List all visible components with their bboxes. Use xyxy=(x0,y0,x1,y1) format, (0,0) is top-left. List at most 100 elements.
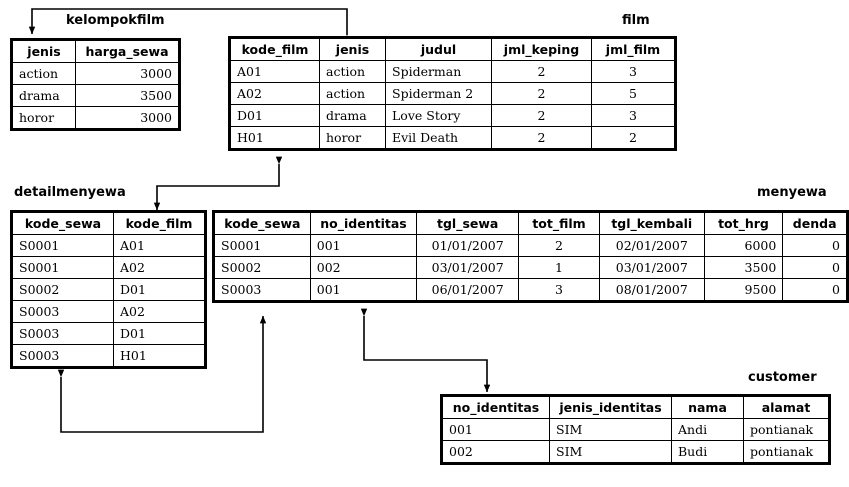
cell: 3000 xyxy=(75,62,180,85)
column-header: harga_sewa xyxy=(75,39,180,63)
cell: 03/01/2007 xyxy=(598,256,705,279)
cell: 08/01/2007 xyxy=(598,278,705,302)
column-header: judul xyxy=(385,37,492,61)
table-film: kode_film jenis judul jml_keping jml_fil… xyxy=(228,36,677,151)
table-menyewa-grid: kode_sewa no_identitas tgl_sewa tot_film… xyxy=(212,210,849,303)
cell: H01 xyxy=(113,344,206,368)
connector-detailmenyewa-to-film xyxy=(153,156,283,211)
cell: 2 xyxy=(491,104,592,127)
cell: Evil Death xyxy=(385,126,492,150)
cell: S0003 xyxy=(213,278,311,302)
table-row: S0003 001 06/01/2007 3 08/01/2007 9500 0 xyxy=(213,278,848,302)
cell: S0003 xyxy=(11,322,114,345)
table-row: S0002 D01 xyxy=(11,278,206,301)
table-detailmenyewa: kode_sewa kode_film S0001 A01 S0001 A02 … xyxy=(10,210,207,369)
column-header: jenis xyxy=(11,39,76,63)
cell: drama xyxy=(319,104,386,127)
table-film-grid: kode_film jenis judul jml_keping jml_fil… xyxy=(228,36,677,151)
column-header: kode_sewa xyxy=(213,211,311,235)
column-header: kode_sewa xyxy=(11,211,114,235)
cell: 1 xyxy=(518,256,600,279)
column-header: denda xyxy=(782,211,848,235)
cell: A02 xyxy=(113,300,206,323)
cell: S0001 xyxy=(11,234,114,257)
column-header: alamat xyxy=(743,395,830,419)
table-kelompokfilm-grid: jenis harga_sewa action 3000 drama 3500 … xyxy=(10,38,181,131)
table-row: S0002 002 03/01/2007 1 03/01/2007 3500 0 xyxy=(213,256,848,279)
column-header: tot_film xyxy=(518,211,600,235)
cell: 3500 xyxy=(75,84,180,107)
cell: action xyxy=(319,82,386,105)
connector-menyewa-to-customer xyxy=(360,308,491,393)
cell: 2 xyxy=(591,126,676,150)
cell: 002 xyxy=(441,440,550,464)
column-header: kode_film xyxy=(113,211,206,235)
cell: S0003 xyxy=(11,344,114,368)
cell: 2 xyxy=(518,234,600,257)
cell: 0 xyxy=(782,256,848,279)
table-customer-grid: no_identitas jenis_identitas nama alamat… xyxy=(440,394,831,465)
cell: 3500 xyxy=(703,256,784,279)
table-header-row: jenis harga_sewa xyxy=(11,39,180,63)
cell: A02 xyxy=(113,256,206,279)
table-row: A02 action Spiderman 2 2 5 xyxy=(229,82,676,105)
cell: 9500 xyxy=(703,278,784,302)
table-title-detailmenyewa: detailmenyewa xyxy=(14,185,126,200)
table-row: S0001 001 01/01/2007 2 02/01/2007 6000 0 xyxy=(213,234,848,257)
cell: 2 xyxy=(491,126,592,150)
cell: S0001 xyxy=(213,234,311,257)
cell: A02 xyxy=(229,82,320,105)
column-header: tgl_kembali xyxy=(598,211,705,235)
cell: Spiderman xyxy=(385,60,492,83)
cell: 001 xyxy=(309,234,418,257)
table-title-kelompokfilm: kelompokfilm xyxy=(66,13,165,28)
cell: 0 xyxy=(782,278,848,302)
table-row: D01 drama Love Story 2 3 xyxy=(229,104,676,127)
cell: 3 xyxy=(591,60,676,83)
cell: A01 xyxy=(113,234,206,257)
cell: 5 xyxy=(591,82,676,105)
table-row: horor 3000 xyxy=(11,106,180,130)
table-row: S0001 A01 xyxy=(11,234,206,257)
column-header: tot_hrg xyxy=(703,211,784,235)
table-title-film: film xyxy=(622,13,650,28)
column-header: nama xyxy=(671,395,744,419)
table-header-row: kode_sewa no_identitas tgl_sewa tot_film… xyxy=(213,211,848,235)
cell: 0 xyxy=(782,234,848,257)
cell: 01/01/2007 xyxy=(416,234,520,257)
table-row: S0001 A02 xyxy=(11,256,206,279)
column-header: kode_film xyxy=(229,37,320,61)
table-header-row: kode_film jenis judul jml_keping jml_fil… xyxy=(229,37,676,61)
cell: 2 xyxy=(491,60,592,83)
cell: S0001 xyxy=(11,256,114,279)
table-header-row: no_identitas jenis_identitas nama alamat xyxy=(441,395,830,419)
cell: D01 xyxy=(113,278,206,301)
table-title-menyewa: menyewa xyxy=(757,185,827,200)
table-title-customer: customer xyxy=(748,370,817,385)
column-header: jml_film xyxy=(591,37,676,61)
table-row: S0003 D01 xyxy=(11,322,206,345)
cell: 3 xyxy=(591,104,676,127)
table-customer: no_identitas jenis_identitas nama alamat… xyxy=(440,394,831,465)
cell: Love Story xyxy=(385,104,492,127)
table-row: 001 SIM Andi pontianak xyxy=(441,418,830,441)
table-header-row: kode_sewa kode_film xyxy=(11,211,206,235)
column-header: tgl_sewa xyxy=(416,211,520,235)
column-header: jenis xyxy=(319,37,386,61)
table-row: H01 horor Evil Death 2 2 xyxy=(229,126,676,150)
cell: Andi xyxy=(671,418,744,441)
column-header: no_identitas xyxy=(441,395,550,419)
cell: Spiderman 2 xyxy=(385,82,492,105)
cell: horor xyxy=(11,106,76,130)
cell: S0002 xyxy=(11,278,114,301)
column-header: jml_keping xyxy=(491,37,592,61)
cell: 03/01/2007 xyxy=(416,256,520,279)
cell: drama xyxy=(11,84,76,107)
column-header: no_identitas xyxy=(309,211,418,235)
cell: 6000 xyxy=(703,234,784,257)
cell: SIM xyxy=(549,418,672,441)
cell: 001 xyxy=(441,418,550,441)
cell: A01 xyxy=(229,60,320,83)
cell: horor xyxy=(319,126,386,150)
table-menyewa: kode_sewa no_identitas tgl_sewa tot_film… xyxy=(212,210,849,303)
